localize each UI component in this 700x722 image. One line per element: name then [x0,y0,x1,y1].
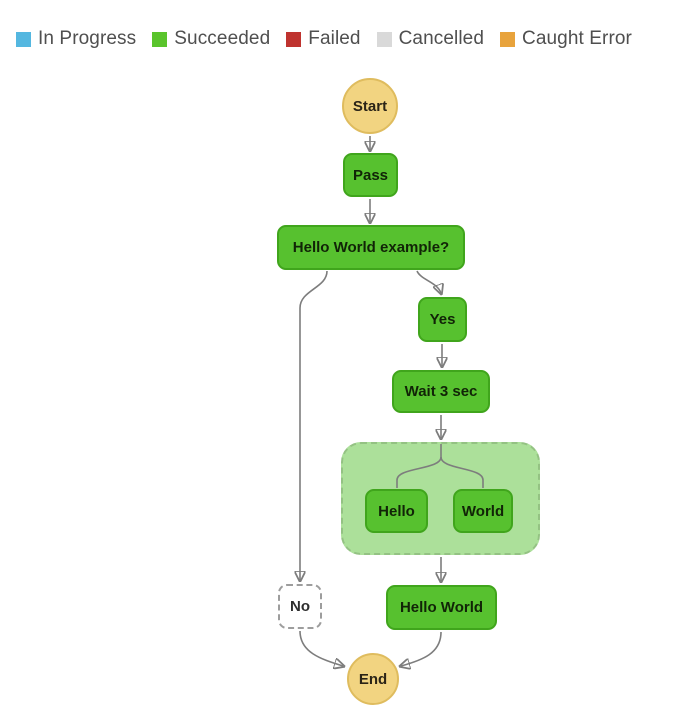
node-yes[interactable]: Yes [418,297,467,342]
edge-choice-no [300,270,328,580]
node-end: End [347,653,399,705]
legend-label: Succeeded [174,28,271,49]
failed-swatch-icon [286,31,302,47]
legend-item-cancelled: Cancelled [376,28,485,50]
status-legend: In Progress Succeeded Failed Cancelled C… [16,28,632,50]
cancelled-swatch-icon [376,31,392,47]
node-label: Hello World [399,599,484,616]
node-label: Start [352,97,388,115]
caught-error-swatch-icon [500,31,516,47]
legend-item-caught-error: Caught Error [500,28,632,50]
legend-item-succeeded: Succeeded [152,28,270,50]
edge-helloworld-end [401,631,442,666]
legend-label: In Progress [38,28,137,49]
node-label: No [290,598,310,615]
node-label: World [461,502,505,520]
legend-label: Caught Error [522,28,632,49]
succeeded-swatch-icon [152,31,168,47]
node-label: Pass [352,166,389,184]
legend-label: Failed [308,28,361,49]
legend-item-failed: Failed [286,28,361,50]
node-pass[interactable]: Pass [343,153,398,197]
node-no[interactable]: No [278,584,322,629]
legend-label: Cancelled [398,28,485,49]
node-label: Hello World example? [292,239,450,256]
edge-choice-yes [416,270,441,293]
node-label: Wait 3 sec [404,383,478,400]
legend-item-in-progress: In Progress [16,28,136,50]
node-hello[interactable]: Hello [365,489,428,533]
node-label: Hello [378,502,415,520]
node-label: End [358,670,388,688]
edge-no-end [299,630,343,666]
in-progress-swatch-icon [16,31,31,47]
node-start: Start [342,78,398,134]
node-label: Yes [429,311,456,328]
node-hello-world[interactable]: Hello World [386,585,497,630]
node-choice-hello-world-example[interactable]: Hello World example? [277,225,465,270]
node-world[interactable]: World [453,489,513,533]
node-wait-3-sec[interactable]: Wait 3 sec [392,370,490,413]
